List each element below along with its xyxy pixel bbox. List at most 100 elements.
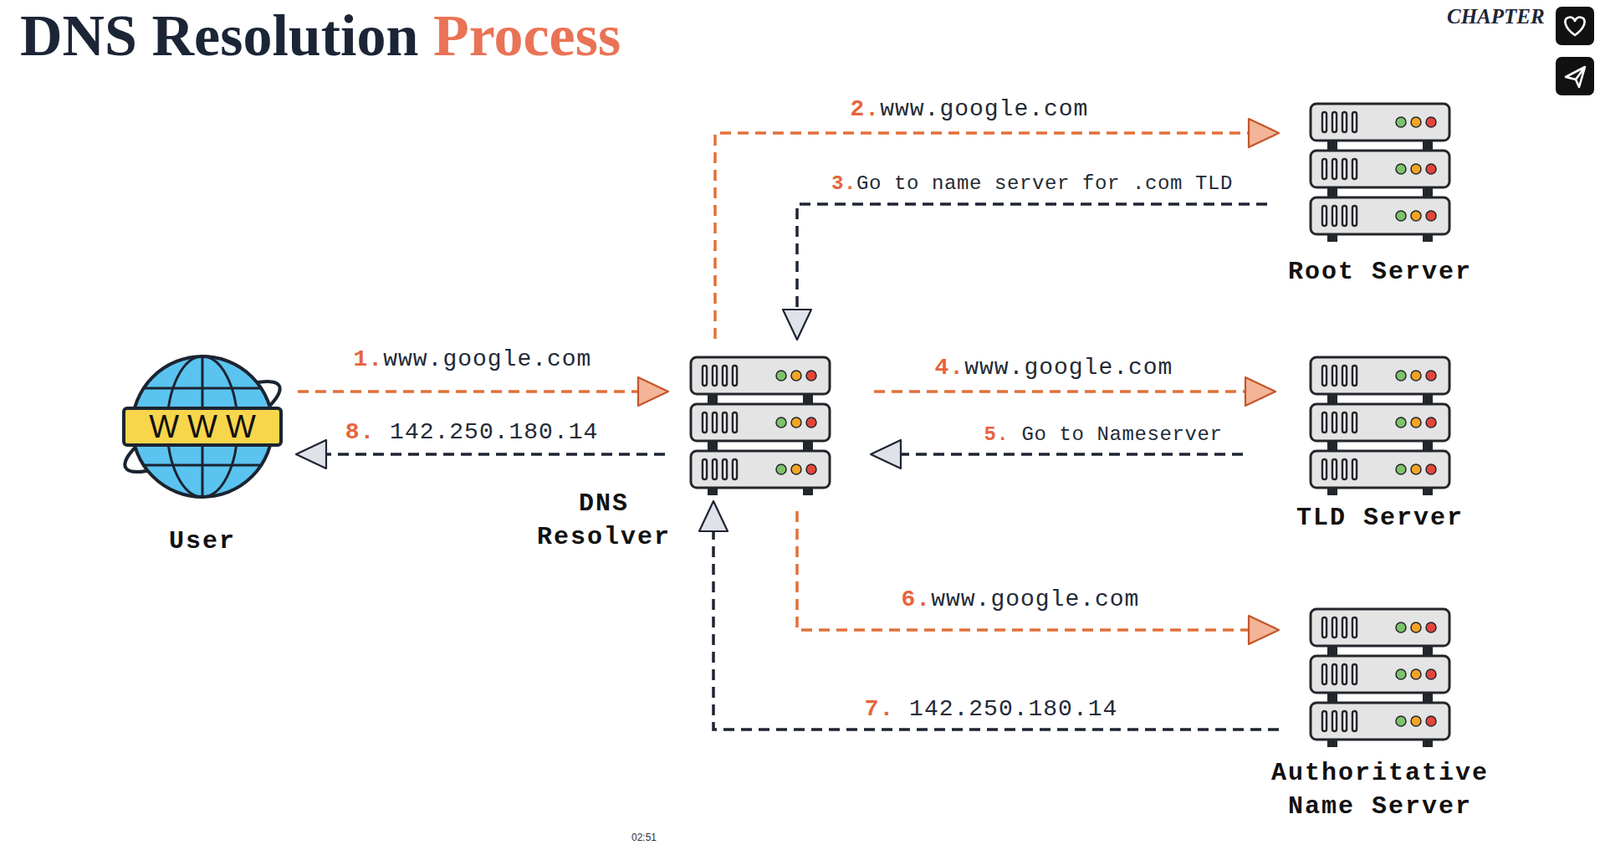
server-slot (1322, 112, 1327, 133)
server-slot (1342, 664, 1347, 685)
status-light (1426, 117, 1437, 128)
status-light (1426, 622, 1437, 633)
server-unit (1310, 150, 1450, 188)
server-slot (1352, 365, 1357, 386)
server-unit (1310, 608, 1450, 646)
status-light (1395, 669, 1406, 680)
status-light (776, 417, 787, 428)
status-light (1426, 417, 1437, 428)
step-label: 3.Go to name server for .com TLD (831, 172, 1233, 197)
status-light (1395, 370, 1406, 381)
dashed-connector (797, 511, 1279, 645)
server-slot (722, 365, 727, 386)
chapter-tag: CHAPTER (1446, 5, 1545, 29)
server-slot (1322, 664, 1327, 685)
server-slot (732, 459, 737, 480)
server-slot (702, 459, 707, 480)
arrow-head (1245, 377, 1276, 406)
title-part: DNS Resolution (20, 3, 434, 68)
www-band (123, 408, 282, 445)
server-foot (1327, 645, 1338, 656)
step-text: 142.250.180.14 (374, 419, 599, 445)
server-foot (1327, 440, 1338, 451)
step-number: 1. (353, 346, 384, 373)
send-icon (1565, 66, 1585, 87)
server-unit (690, 403, 830, 441)
server-slot (1322, 412, 1327, 433)
server-unit (1310, 403, 1450, 441)
server-slot (1322, 205, 1327, 226)
step-label: 4.www.google.com (935, 353, 1174, 383)
status-light (806, 464, 817, 475)
server-foot (1327, 187, 1338, 198)
status-light (1410, 117, 1422, 128)
node-caption: TLD Server (1271, 500, 1489, 535)
server-foot (1422, 739, 1433, 747)
corner-icons (1553, 5, 1598, 103)
status-light (1426, 464, 1437, 475)
status-light (1395, 622, 1406, 633)
connector-line (874, 389, 1246, 394)
server-slot (1352, 205, 1357, 226)
dashed-connector (782, 204, 1268, 340)
step-number: 5. (983, 423, 1009, 446)
connector-line (297, 389, 639, 394)
resolver-server: DNS Resolver (689, 355, 832, 496)
status-light (1426, 669, 1437, 680)
step-number: 2. (850, 96, 881, 123)
status-light (806, 370, 817, 381)
step-number: 7. (864, 695, 895, 722)
status-light (776, 370, 787, 381)
globe-latitude (143, 464, 261, 467)
www-text: WWW (127, 408, 278, 445)
server-slot (1322, 459, 1327, 480)
server-foot (1327, 234, 1338, 242)
status-light (1410, 370, 1422, 381)
status-light (776, 464, 787, 475)
server-unit (1310, 702, 1450, 740)
step-label: 8. 142.250.180.14 (345, 418, 599, 447)
dashed-connector (874, 377, 1276, 406)
status-light (1395, 417, 1406, 428)
server-slot (732, 412, 737, 433)
node-caption: Authoritative Name Server (1258, 756, 1502, 824)
step-text: www.google.com (383, 346, 592, 373)
icon-button (1555, 56, 1595, 96)
server-slot (1322, 158, 1327, 179)
status-light (1426, 163, 1437, 174)
server-foot (1422, 393, 1433, 404)
server-foot (707, 440, 718, 451)
server-unit (1310, 103, 1450, 141)
server-foot (802, 440, 813, 451)
server-foot (707, 393, 718, 404)
step-label: 1.www.google.com (353, 345, 593, 374)
server-slot (1332, 205, 1337, 226)
arrow-head (699, 500, 728, 532)
status-light (1426, 370, 1437, 381)
server-foot (707, 487, 718, 496)
arrow-head (638, 377, 669, 406)
status-light (1395, 464, 1406, 475)
arrow-head (1248, 118, 1279, 148)
server-foot (1327, 739, 1338, 747)
step-text: Go to name server for .com TLD (856, 172, 1233, 195)
server-slot (1322, 365, 1327, 386)
step-number: 6. (901, 586, 932, 613)
server-foot (1422, 234, 1433, 242)
step-text: www.google.com (964, 354, 1173, 381)
server-slot (702, 412, 707, 433)
node-caption: User (143, 524, 261, 558)
step-label: 2.www.google.com (850, 95, 1089, 124)
server-slot (732, 365, 737, 386)
server-foot (802, 393, 813, 404)
status-light (791, 464, 802, 475)
server-unit (1310, 655, 1450, 693)
connector-line (797, 511, 1249, 630)
connector-line (900, 452, 1243, 456)
server-foot (802, 487, 813, 496)
server-slot (1332, 459, 1337, 480)
icon-button (1555, 6, 1595, 46)
status-light (791, 417, 802, 428)
status-light (1410, 210, 1422, 221)
